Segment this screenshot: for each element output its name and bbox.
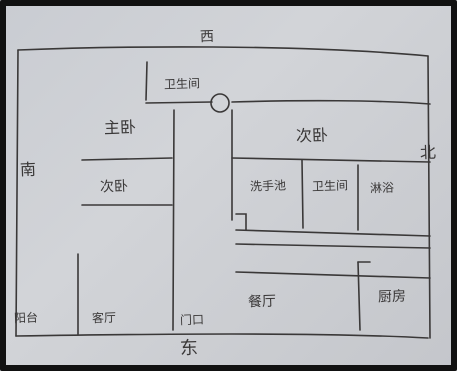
room-master-bedroom: 主卧 (103, 117, 137, 138)
wall-right (427, 55, 431, 339)
room-toilet: 卫生间 (311, 178, 349, 194)
direction-west: 西 (199, 28, 215, 46)
wall-bath-left (145, 61, 148, 101)
wall-strip-bottom (235, 229, 431, 237)
wall-strip-bottom-3 (235, 271, 431, 279)
room-balcony: 阳台 (13, 310, 39, 326)
room-second-bedroom-left: 次卧 (99, 178, 129, 196)
wall-strip-divider-1 (301, 159, 304, 229)
wall-bottom (15, 333, 429, 339)
direction-east: 东 (179, 337, 199, 360)
wall-bath-bottom (145, 101, 213, 104)
wall-top (17, 46, 429, 57)
direction-south: 南 (19, 159, 37, 180)
wall-kitchen-left (357, 261, 361, 331)
wall-corridor-left (172, 109, 175, 331)
room-bathroom-top: 卫生间 (163, 76, 201, 92)
room-entrance: 门口 (179, 312, 205, 328)
room-shower: 淋浴 (369, 180, 395, 196)
direction-north: 北 (419, 142, 437, 163)
room-kitchen: 厨房 (377, 288, 407, 306)
wall-left (15, 49, 19, 337)
room-second-bedroom-right: 次卧 (295, 125, 329, 146)
wall-rb-bottom (231, 157, 431, 163)
wall-rb-top (231, 99, 431, 105)
pipe-circle (210, 93, 230, 113)
wall-master-bottom (81, 157, 173, 161)
room-laundry: 洗手池 (249, 178, 287, 194)
wall-step (235, 213, 247, 231)
room-dining-room: 餐厅 (247, 293, 277, 311)
wall-strip-bottom-2 (235, 243, 431, 249)
room-living-room: 客厅 (91, 310, 117, 326)
